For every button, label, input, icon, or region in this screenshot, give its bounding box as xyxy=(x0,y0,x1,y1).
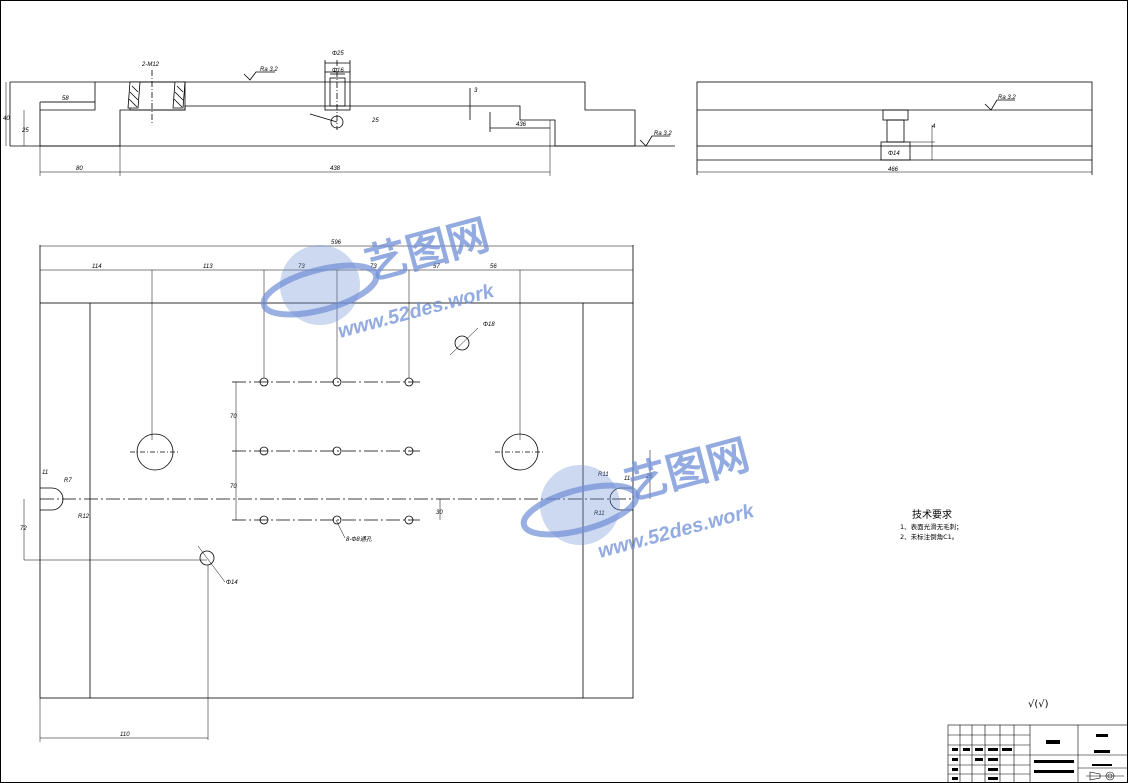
tech-req-item-1: 1、表面光滑无毛刺； xyxy=(900,522,963,531)
top-dim-v3: 30 xyxy=(436,510,443,516)
front-view xyxy=(9,60,675,147)
side-dim-466: 466 xyxy=(888,167,899,173)
front-roughness-1: Ra 3.2 xyxy=(260,67,278,73)
front-dim-25a: 25 xyxy=(21,128,29,134)
front-view-dimensions xyxy=(5,82,551,176)
watermark-brand: 艺图网 xyxy=(360,210,494,290)
top-dim-right-a: R11 xyxy=(598,472,609,478)
watermark-url: www.52des.work xyxy=(336,280,498,343)
top-dim-right-d: 25 xyxy=(645,474,653,480)
top-dim-holes-label: 8-Φ8通孔 xyxy=(346,536,373,543)
front-dim-436: 436 xyxy=(516,122,527,128)
surface-finish-note: √(√) xyxy=(1028,699,1049,710)
front-roughness-2: Ra 3.2 xyxy=(654,131,672,137)
top-dim-hole-b: Φ14 xyxy=(226,580,238,586)
side-roughness: Ra 3.2 xyxy=(998,95,1016,101)
top-dim-left-b: R7 xyxy=(64,478,72,484)
watermark-logo-icon xyxy=(260,262,380,318)
front-dim-80: 80 xyxy=(76,166,83,172)
front-dim-58: 58 xyxy=(62,96,69,102)
front-dim-phi25: Φ25 xyxy=(332,51,344,57)
top-dim-seg3: 73 xyxy=(298,264,305,270)
projection-symbol xyxy=(1086,771,1124,781)
top-dim-left-a: 11 xyxy=(42,470,48,476)
top-dim-seg2: 113 xyxy=(203,264,213,270)
front-dim-phi16: Φ16 xyxy=(332,68,344,74)
top-dim-right-c: R11 xyxy=(594,511,605,517)
side-dim-4: 4 xyxy=(932,124,936,130)
front-dim-3: 3 xyxy=(474,88,478,94)
tech-req-title: 技术要求 xyxy=(912,508,952,521)
front-dim-25b: 25 xyxy=(371,118,379,124)
side-view xyxy=(696,81,1093,175)
top-dim-overall: 596 xyxy=(331,240,342,246)
watermark-logo-icon xyxy=(520,482,640,538)
watermark-1: 艺图网 www.52des.work xyxy=(260,210,498,343)
top-dim-left-c: R12 xyxy=(78,514,90,520)
top-dim-bottom: 110 xyxy=(120,732,130,738)
watermark-brand: 艺图网 xyxy=(620,430,754,510)
top-view-dimensions xyxy=(39,245,651,742)
front-dim-438: 438 xyxy=(330,166,341,172)
top-dim-v2: 70 xyxy=(230,484,237,490)
top-dim-hole-a: Φ18 xyxy=(483,322,495,328)
front-dim-2m12: 2-M12 xyxy=(141,62,160,68)
side-dim-phi14: Φ14 xyxy=(888,151,900,157)
front-dim-40: 40 xyxy=(3,116,10,122)
top-dim-seg5: 57 xyxy=(433,264,440,270)
watermark-2: 艺图网 www.52des.work xyxy=(520,430,758,563)
top-dim-left-d: 72 xyxy=(20,526,27,532)
top-dim-seg6: 56 xyxy=(490,264,497,270)
title-block-fills xyxy=(952,734,1112,780)
top-dim-v1: 70 xyxy=(230,414,237,420)
top-dim-seg1: 114 xyxy=(92,264,102,270)
watermark-url: www.52des.work xyxy=(596,500,758,563)
top-dim-seg4: 73 xyxy=(370,264,377,270)
tech-req-item-2: 2、未标注倒角C1。 xyxy=(900,532,958,541)
title-block xyxy=(947,724,1128,783)
top-dim-right-b: 11 xyxy=(624,476,630,482)
